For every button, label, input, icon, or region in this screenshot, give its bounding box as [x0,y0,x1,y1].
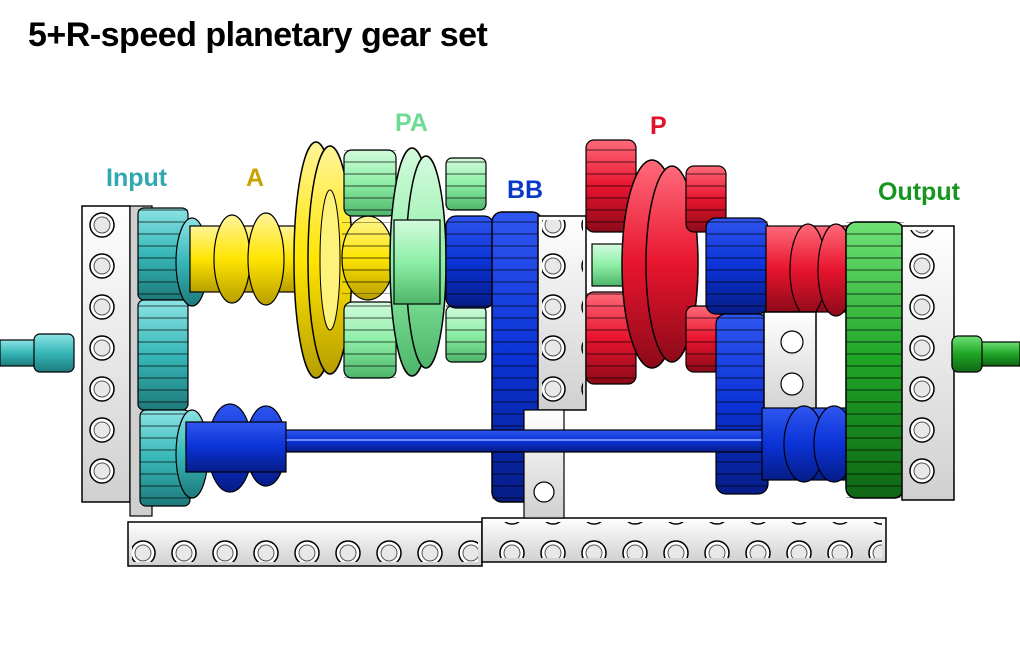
label-pa: PA [395,109,428,137]
a-sun-assembly [189,141,395,379]
label-bb: BB [507,176,544,204]
base-beam-right [481,517,887,563]
p-planet-carrier [585,139,727,385]
right-middle-beam [763,311,817,417]
base-beam-left [127,521,483,567]
right-blue-gear-stack [705,217,769,495]
diagram-title: 5+R-speed planetary gear set [28,16,488,54]
right-vertical-beam [901,225,955,501]
input-axle [0,333,75,373]
countershaft [185,403,855,493]
pa-planet-assembly [343,147,487,379]
label-p: P [650,112,667,140]
label-a: A [246,164,265,192]
middle-vertical-beam [523,215,587,519]
output-axle [951,335,1020,373]
label-input: Input [106,164,168,192]
output-gear-stack [845,221,905,499]
label-output: Output [878,178,960,206]
output-red-bushings [765,223,855,317]
